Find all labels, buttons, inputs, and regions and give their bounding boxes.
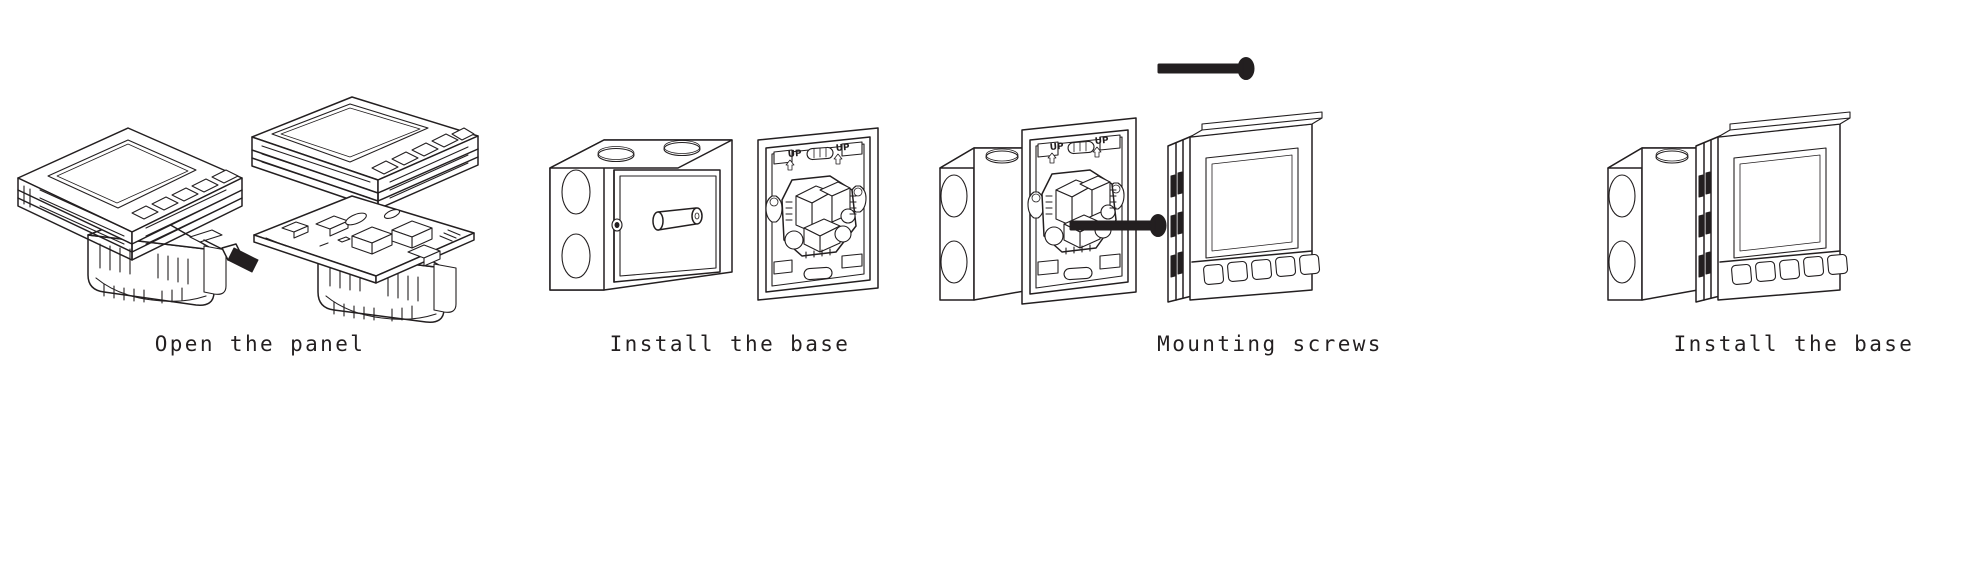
step-panel-4: Install the base bbox=[1600, 0, 1988, 573]
internal-module bbox=[253, 195, 475, 323]
up-label-left: UP bbox=[787, 149, 802, 160]
step-panel-1: Open the panel bbox=[0, 0, 520, 573]
screwdriver bbox=[203, 239, 259, 273]
panel-bezel-stack bbox=[17, 127, 243, 261]
up-label-right: UP bbox=[835, 143, 850, 154]
step-1-illustration bbox=[17, 96, 479, 323]
terminal-mechanism bbox=[781, 175, 857, 259]
step-4-illustration bbox=[1607, 111, 1851, 303]
mounting-screw-lower bbox=[1069, 214, 1167, 237]
up-label-right-3: UP bbox=[1094, 136, 1109, 147]
up-arrow-right-icon bbox=[833, 153, 843, 165]
step-3-caption: Mounting screws bbox=[1157, 332, 1383, 356]
up-label-left-3: UP bbox=[1049, 142, 1064, 153]
up-arrow-left-3-icon bbox=[1047, 152, 1057, 164]
step-panel-2: UP UP bbox=[520, 0, 940, 573]
terminal-mechanism-3 bbox=[1041, 169, 1117, 255]
step-1-caption: Open the panel bbox=[154, 332, 366, 356]
screw-slot-left bbox=[765, 195, 783, 223]
orientation-marking-left-3: UP bbox=[1047, 142, 1065, 164]
panel-clip-tab bbox=[189, 229, 223, 243]
thermostat-front-panel-3 bbox=[1167, 111, 1323, 303]
up-arrow-left-icon bbox=[785, 159, 795, 171]
center-post bbox=[652, 207, 703, 231]
panel-rear-housing bbox=[87, 211, 227, 306]
step-2-caption: Install the base bbox=[609, 332, 851, 356]
base-plate-module: UP UP bbox=[757, 127, 879, 301]
step-2-illustration: UP UP bbox=[549, 127, 879, 301]
mounted-thermostat bbox=[1695, 111, 1851, 303]
mounting-screw-upper bbox=[1157, 57, 1255, 80]
front-panel-button-row-3 bbox=[1203, 253, 1321, 285]
detached-panel-button-row bbox=[371, 127, 475, 175]
box-with-base: UP UP bbox=[939, 117, 1137, 305]
detached-front-panel bbox=[251, 96, 479, 210]
orientation-marking-left: UP bbox=[785, 149, 803, 171]
front-panel-assembly bbox=[17, 127, 243, 306]
wall-back-box bbox=[549, 139, 733, 291]
step-4-caption: Install the base bbox=[1673, 332, 1915, 356]
up-arrow-right-3-icon bbox=[1092, 146, 1102, 158]
step-3-illustration: UP UP bbox=[939, 57, 1323, 305]
orientation-marking-right: UP bbox=[833, 143, 851, 165]
orientation-marking-right-3: UP bbox=[1092, 136, 1110, 158]
front-panel-button-row-4 bbox=[1731, 253, 1849, 285]
panel-button-row bbox=[131, 169, 239, 220]
step-panel-3: UP UP bbox=[939, 0, 1600, 573]
